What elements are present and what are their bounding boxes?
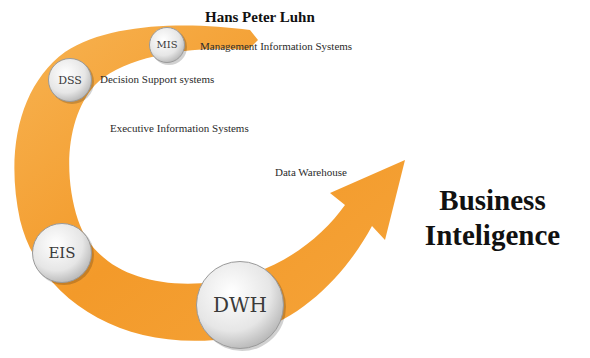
description: Management Information Systems — [200, 40, 352, 52]
circle-node: MISManagement Information Systems — [149, 27, 185, 63]
circle-node: DWHData Warehouse — [196, 261, 284, 349]
abbreviation: EIS — [48, 246, 75, 261]
circle-node: DSSDecision Support systems — [48, 58, 92, 102]
description: Decision Support systems — [100, 73, 214, 85]
circle-outline — [33, 224, 92, 283]
circle-outline — [197, 262, 284, 349]
circle-outline — [150, 28, 185, 63]
abbreviation: MIS — [156, 40, 177, 50]
circle-outline — [49, 59, 92, 102]
person-name: Hans Peter Luhn — [205, 8, 405, 26]
abbreviation: DSS — [58, 75, 82, 86]
circle-node: EISExecutive Information Systems — [32, 223, 92, 283]
abbreviation: DWH — [213, 295, 267, 315]
main-title: Business Inteligence — [405, 183, 580, 253]
description: Executive Information Systems — [110, 122, 249, 134]
description: Data Warehouse — [275, 166, 347, 178]
